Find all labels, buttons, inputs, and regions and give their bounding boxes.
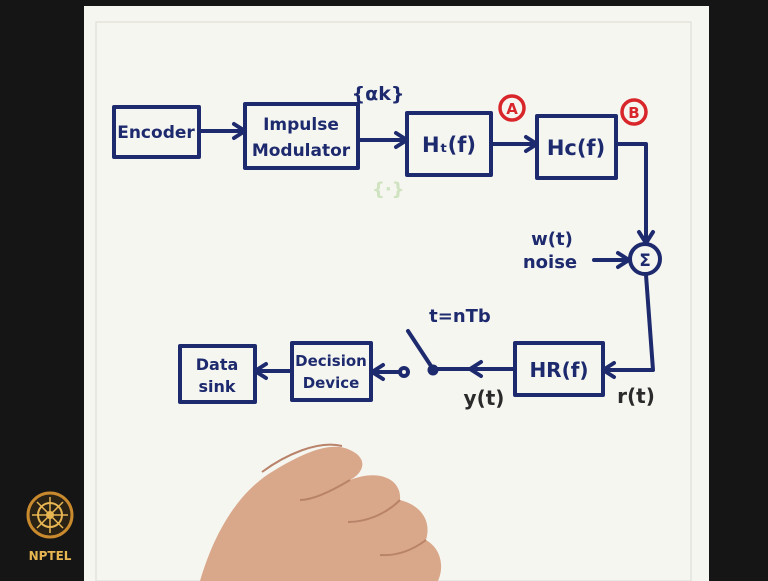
transmit-filter-label: Hₜ(f) <box>422 133 476 157</box>
noise-label-line2: noise <box>523 252 577 273</box>
faint-smudge: {·} <box>372 179 404 200</box>
sampling-label: t=nTb <box>429 306 491 327</box>
sink-label-line1: Data <box>196 355 239 374</box>
point-a-label: A <box>506 100 518 118</box>
decision-label-line2: Device <box>303 374 360 392</box>
noise-label-line1: w(t) <box>531 229 573 250</box>
sink-label-line2: sink <box>198 377 235 396</box>
modulator-label-line2: Modulator <box>252 141 351 161</box>
nptel-logo: NPTEL <box>28 493 72 563</box>
receive-filter-label: HR(f) <box>529 358 588 382</box>
logo-text: NPTEL <box>29 549 72 563</box>
r-of-t-label: r(t) <box>617 384 655 408</box>
point-b-label: B <box>628 104 639 122</box>
switch-contact <box>430 367 437 374</box>
modulator-label-line1: Impulse <box>263 115 339 135</box>
y-of-t-label: y(t) <box>464 386 505 410</box>
encoder-label: Encoder <box>117 123 195 143</box>
summer-symbol: Σ <box>639 251 651 271</box>
channel-filter-label: Hc(f) <box>547 136 605 160</box>
symbols-label: {αk} <box>352 83 405 105</box>
decision-label-line1: Decision <box>295 352 367 370</box>
